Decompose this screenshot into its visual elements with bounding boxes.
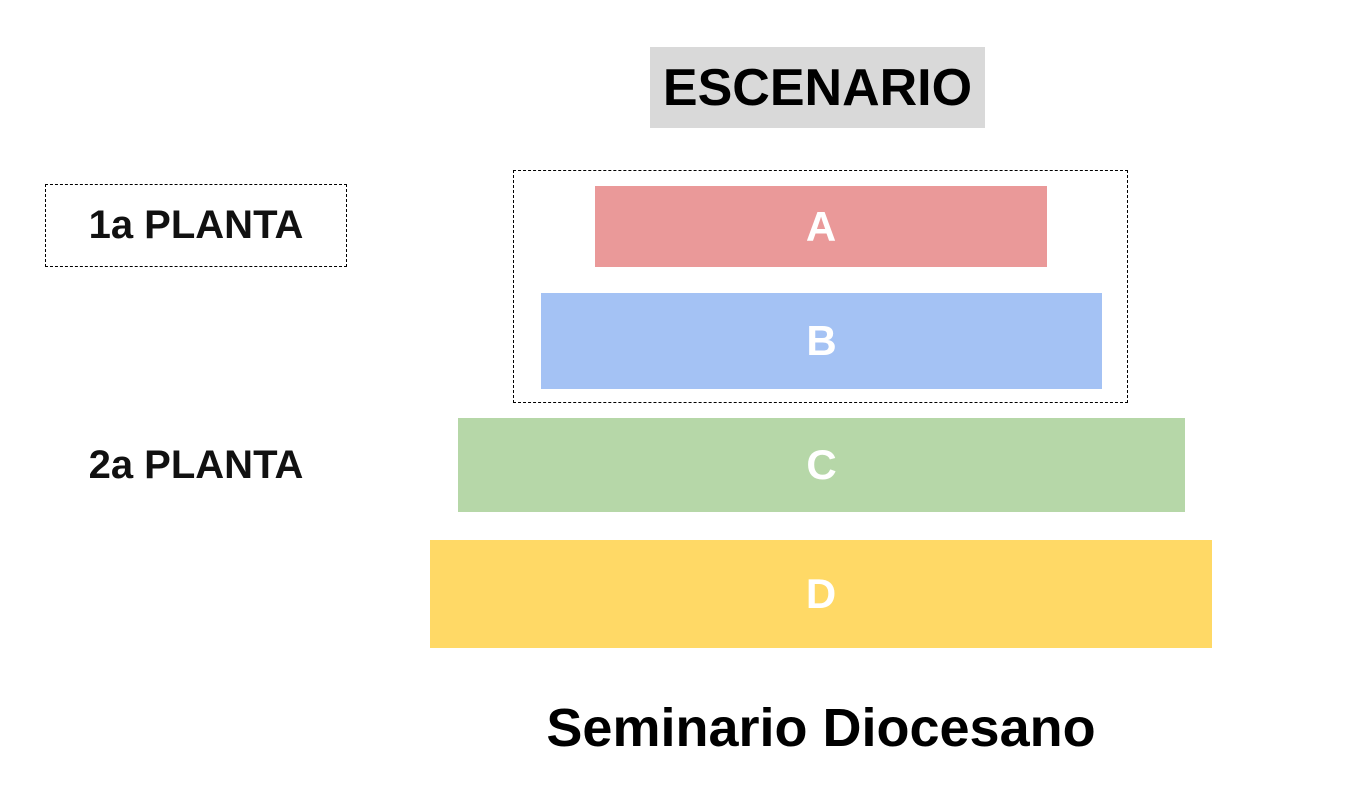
zone-c-label: C [806,441,837,488]
zone-d-label: D [805,570,837,617]
zone-d: D [430,540,1212,648]
venue-name: Seminario Diocesano [546,698,1096,758]
floor1-label: 1a PLANTA [88,203,304,247]
zone-b: B [541,293,1102,389]
floor1-zones-outline [513,170,1128,403]
zone-b-label: B [806,317,837,364]
stage-box: ESCENARIO [650,47,985,128]
zone-c: C [458,418,1185,512]
zone-a-label: A [805,202,837,250]
floor2-label-box: 2a PLANTA [45,418,347,512]
stage-label: ESCENARIO [662,58,973,117]
floor2-label: 2a PLANTA [88,442,304,487]
floor1-label-box: 1a PLANTA [45,184,347,267]
zone-a: A [595,186,1047,267]
